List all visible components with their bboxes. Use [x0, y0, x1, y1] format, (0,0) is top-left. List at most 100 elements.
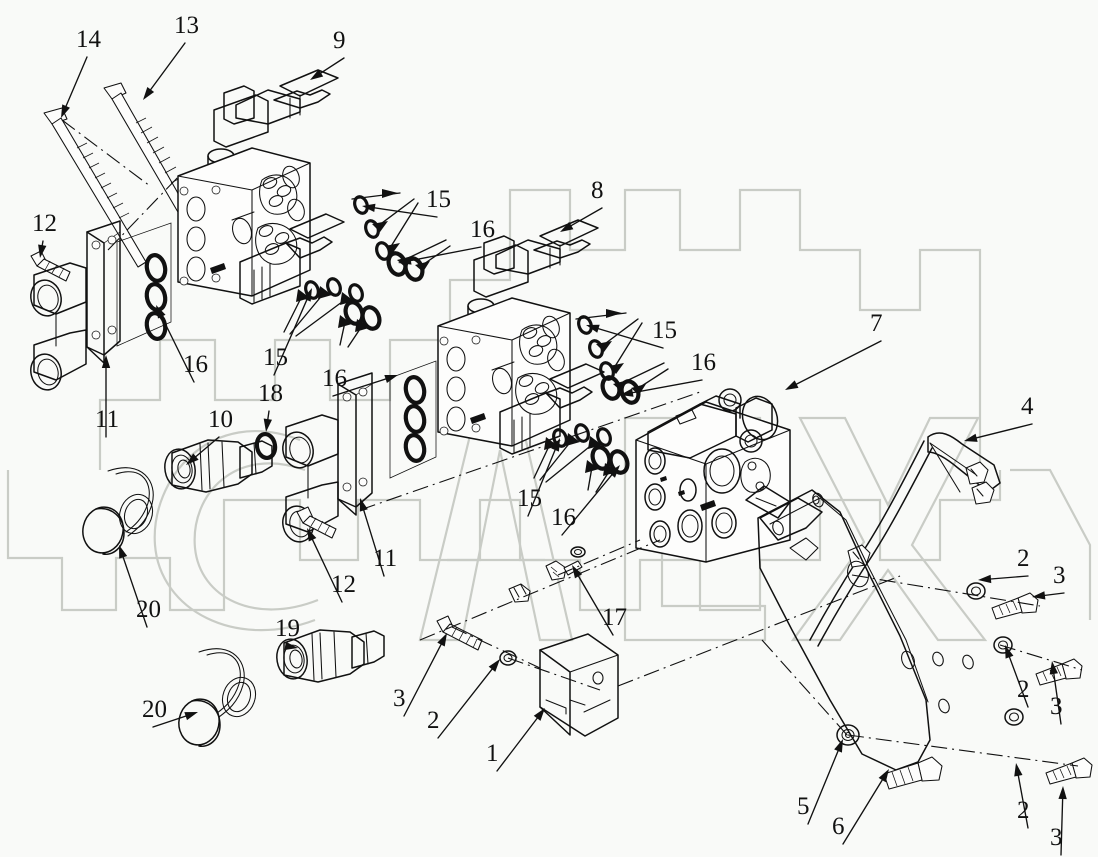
- callout-label-14: 14: [76, 26, 101, 53]
- leader-arrow-13: [143, 87, 155, 100]
- callout-label-6: 6: [832, 813, 845, 840]
- leader-arrow-2: [488, 659, 500, 672]
- leader-arrow-16: [156, 305, 166, 319]
- callout-label-2: 2: [427, 707, 440, 734]
- callout-label-3: 3: [1050, 824, 1063, 851]
- part-9-valve-section: [177, 69, 345, 305]
- callout-label-9: 9: [333, 27, 346, 54]
- leader-arrow-3: [1058, 786, 1067, 800]
- leader-line-5: [807, 748, 840, 825]
- leader-line-20: [152, 714, 189, 728]
- main-mounting-bracket: [745, 485, 974, 771]
- leader-line-13: [148, 42, 186, 92]
- callout-label-13: 13: [174, 12, 199, 39]
- part-20-dust-cap-upper: [82, 467, 154, 556]
- callout-label-16: 16: [551, 504, 576, 531]
- leader-arrow-8: [560, 221, 574, 232]
- leader-arrow-4: [964, 433, 978, 442]
- leader-line-15: [273, 297, 309, 376]
- callout-label-15: 15: [652, 317, 677, 344]
- part-2-washer-r1: [966, 582, 986, 600]
- callout-label-2: 2: [1017, 545, 1030, 572]
- part-11-coupler-body-upper: [30, 220, 121, 391]
- callout-label-11: 11: [95, 406, 120, 433]
- part-4-support-rod: [809, 432, 1001, 647]
- leader-arrow-18: [263, 418, 272, 432]
- leader-arrow-3: [1049, 661, 1058, 675]
- leader-arrow-2: [1014, 763, 1023, 777]
- gasket-plate-middle: [389, 360, 437, 479]
- part-10-quick-coupler-upper: [164, 439, 273, 493]
- leader-line-14: [64, 56, 88, 109]
- callout-label-10: 10: [208, 406, 233, 433]
- leader-arrow-19: [284, 641, 298, 651]
- part-14-tie-bolt: [43, 107, 147, 268]
- callout-label-7: 7: [870, 310, 883, 337]
- assembly-axis-lines: [61, 119, 1083, 767]
- part-18-o-ring: [254, 431, 278, 461]
- leader-line-3: [403, 642, 443, 717]
- callout-label-12: 12: [331, 571, 356, 598]
- leader-line-15: [595, 327, 664, 349]
- callout-label-15: 15: [263, 344, 288, 371]
- leader-line-3: [1060, 796, 1064, 856]
- leader-arrow-15: [551, 438, 560, 452]
- callout-leaders: [38, 42, 1067, 856]
- callout-label-1: 1: [486, 740, 499, 767]
- callout-label-15: 15: [517, 485, 542, 512]
- callout-label-15: 15: [426, 186, 451, 213]
- part-17-fittings: [508, 546, 586, 603]
- leader-arrow-12: [38, 244, 47, 258]
- leader-line-15: [372, 206, 438, 218]
- leader-line-11: [362, 507, 385, 577]
- leader-line-12: [311, 537, 343, 603]
- leader-line-16: [408, 246, 482, 262]
- part-6-bolt-large: [883, 756, 943, 790]
- leader-arrow-7: [785, 380, 799, 390]
- leader-line-4: [973, 423, 1033, 440]
- callout-label-4: 4: [1021, 393, 1034, 420]
- leader-line-16: [160, 314, 195, 383]
- leader-line-2: [437, 666, 494, 739]
- leader-arrow-3: [1032, 591, 1046, 600]
- part-12-screw-lower: [296, 506, 337, 539]
- callout-label-20: 20: [136, 596, 161, 623]
- part-7-manifold-block: [635, 388, 791, 563]
- leader-line-2: [1008, 654, 1029, 708]
- leader-arrow-15: [362, 203, 376, 213]
- leader-line-3: [1052, 671, 1062, 725]
- leader-line-6: [842, 777, 884, 845]
- part-2-washer-center: [499, 650, 517, 666]
- leader-arrow-6: [878, 769, 889, 783]
- leader-line-2: [1017, 773, 1029, 829]
- leader-arrow-14: [61, 104, 70, 118]
- callout-label-19: 19: [275, 615, 300, 642]
- callout-label-3: 3: [1050, 693, 1063, 720]
- leader-line-7: [794, 340, 882, 386]
- leader-arrow-15: [302, 288, 312, 302]
- gasket-plate-upper: [116, 222, 172, 347]
- leader-arrow-20: [184, 712, 198, 721]
- part-3-bolt-r1: [991, 592, 1039, 620]
- callout-label-20: 20: [142, 696, 167, 723]
- watermark-gear-outline: [6, 188, 1002, 612]
- part-20-dust-cap-lower: [178, 648, 257, 748]
- leader-line-15: [527, 447, 557, 517]
- leader-arrow-5: [834, 739, 843, 753]
- part-1-bracket-plate: [539, 633, 619, 737]
- leader-arrow-15: [586, 324, 600, 333]
- part-2-washer-r3: [1004, 708, 1024, 726]
- leader-arrow-20: [119, 545, 128, 559]
- leader-line-3: [1042, 592, 1065, 597]
- callout-label-16: 16: [183, 351, 208, 378]
- callout-label-17: 17: [602, 604, 627, 631]
- leader-line-16: [561, 472, 614, 536]
- leader-arrow-2: [1005, 645, 1014, 659]
- leader-arrow-3: [437, 633, 447, 647]
- leader-line-10: [193, 436, 220, 459]
- callout-label-11: 11: [373, 545, 398, 572]
- callout-label-5: 5: [797, 793, 810, 820]
- callout-label-16: 16: [322, 365, 347, 392]
- leader-line-9: [318, 57, 345, 75]
